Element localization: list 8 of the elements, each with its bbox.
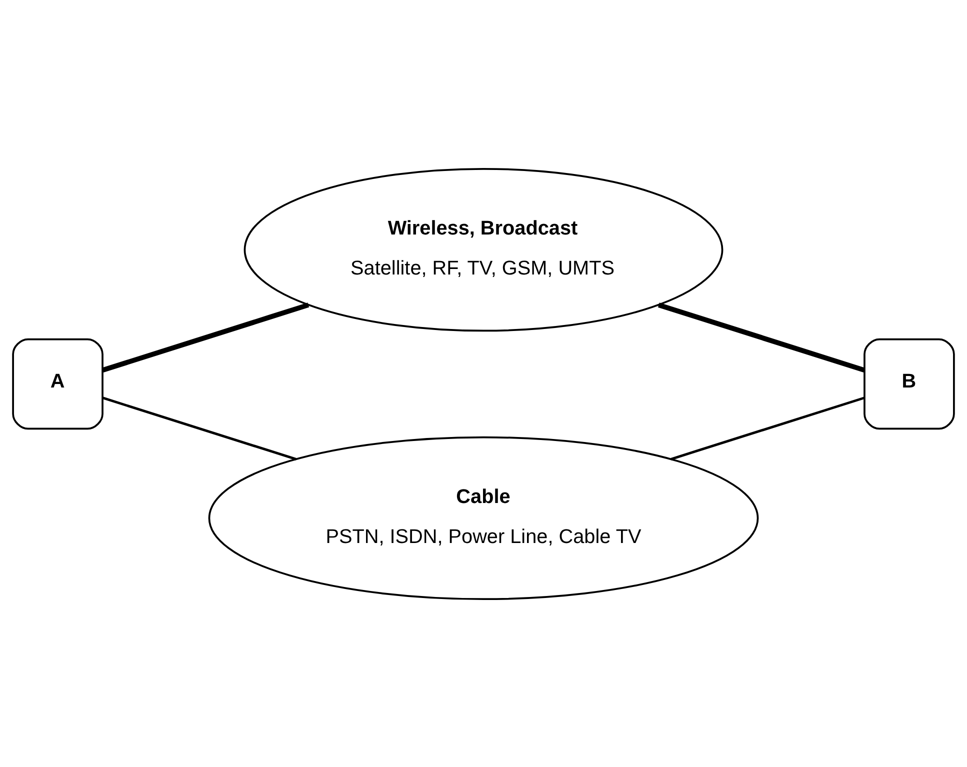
node-box: A [12,338,104,430]
connector [102,396,296,460]
connector [658,302,866,372]
node-box: B [864,338,955,430]
node-ellipse: Cable PSTN, ISDN, Power Line, Cable TV [208,436,759,600]
connector [102,302,310,372]
node-ellipse: Wireless, Broadcast Satellite, RF, TV, GSM, UMTS [244,167,724,332]
connector [670,396,865,460]
